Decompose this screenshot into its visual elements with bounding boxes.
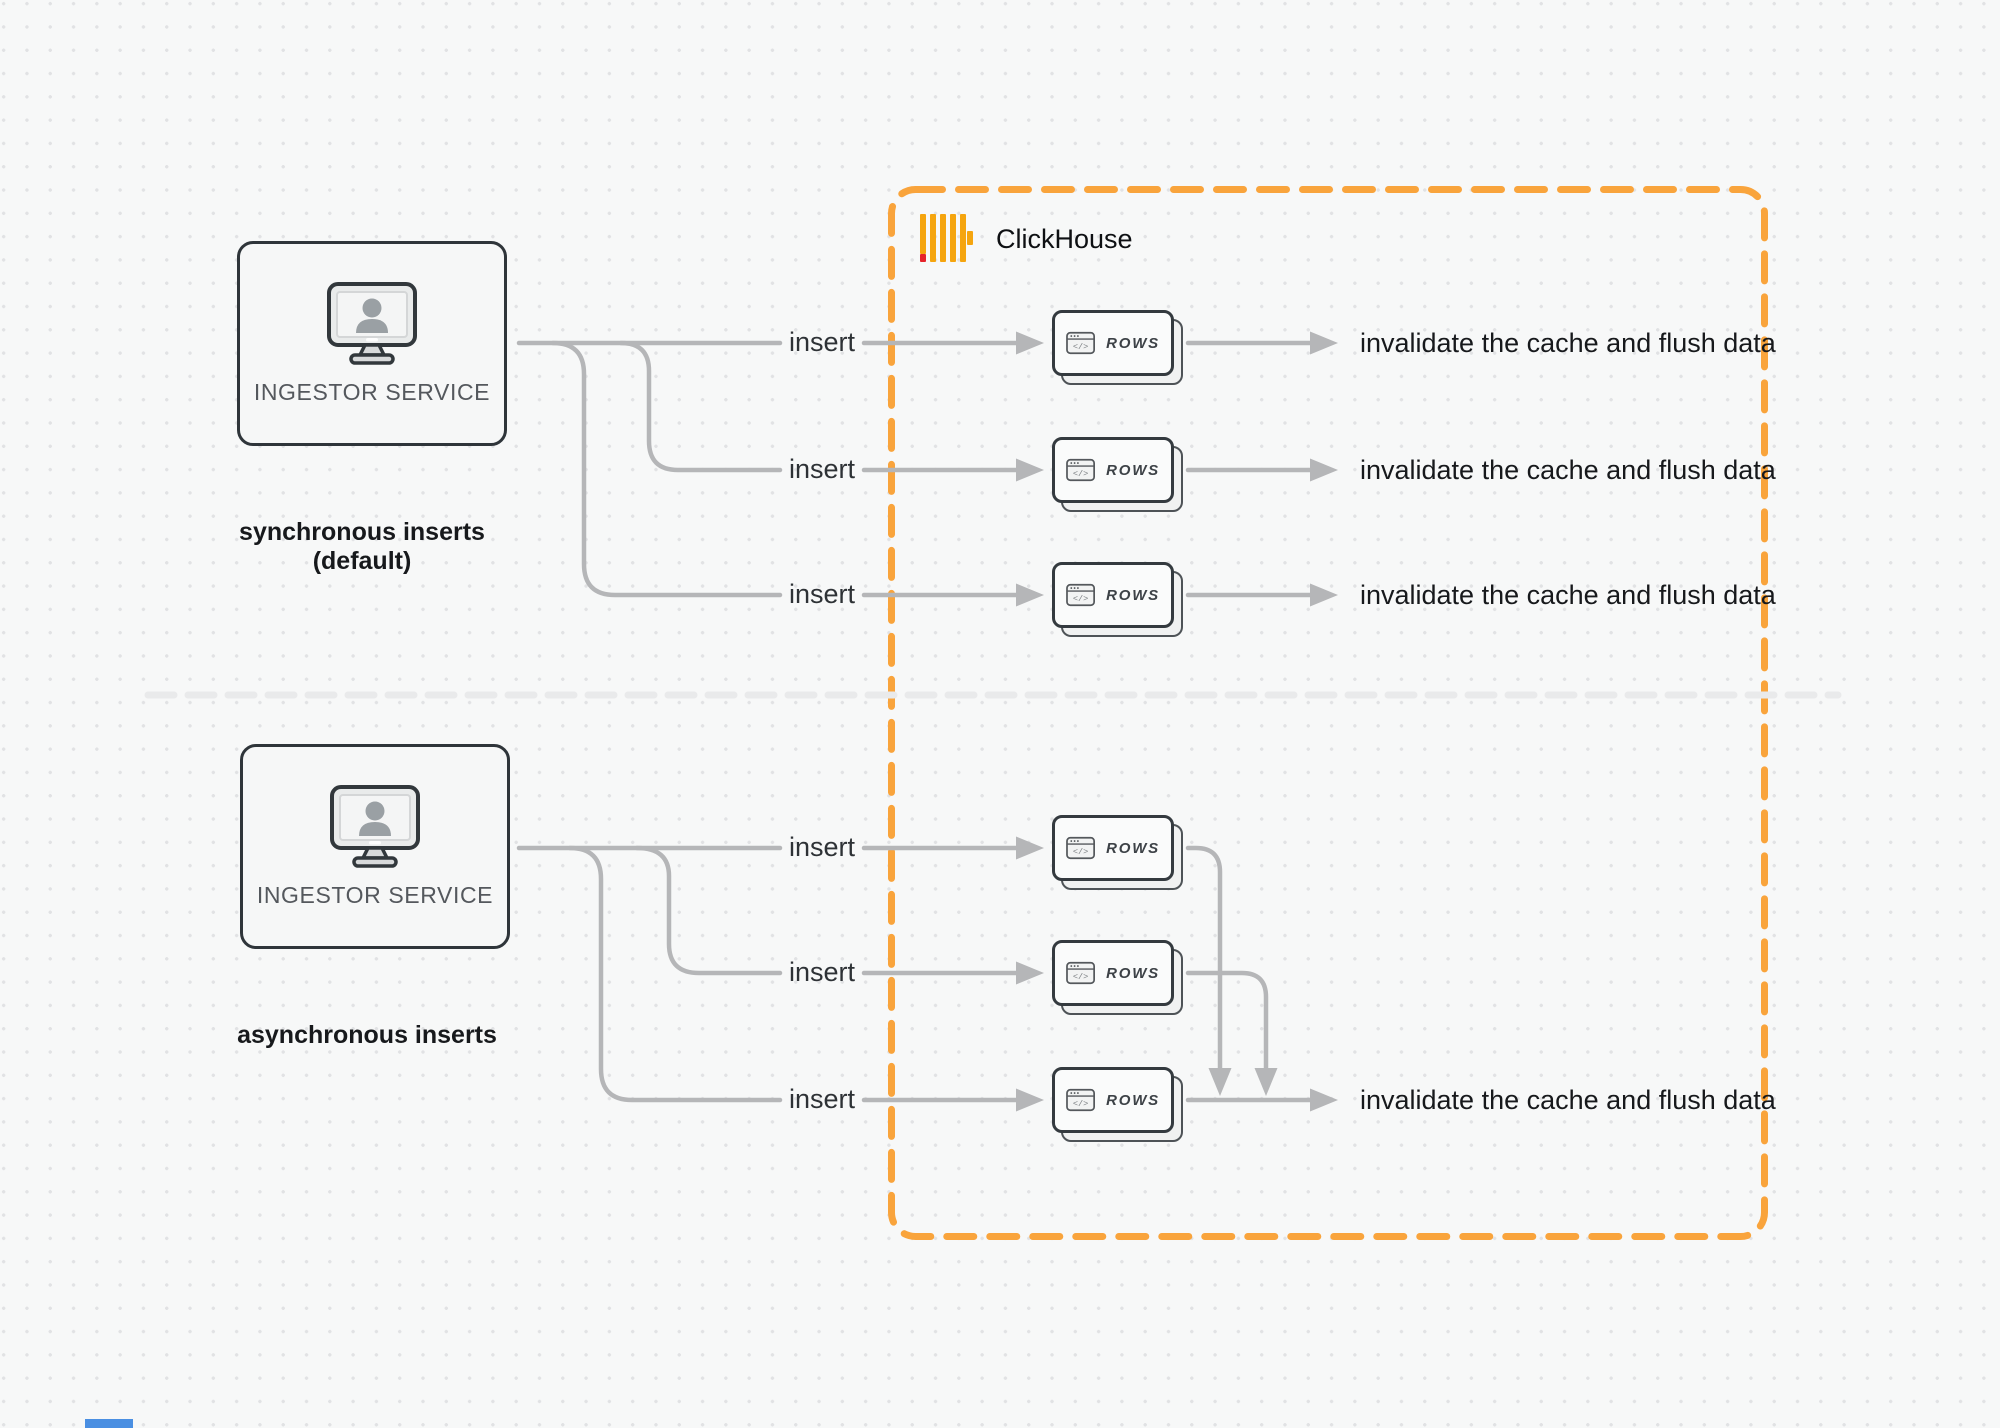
insert-label: insert xyxy=(788,454,856,484)
clickhouse-title: ClickHouse xyxy=(996,223,1133,254)
async-section-caption: asynchronous inserts xyxy=(237,1021,497,1049)
invalidate-label: invalidate the cache and flush data xyxy=(1360,455,1776,485)
rows-label: ROWS xyxy=(1106,964,1160,982)
rows-card: </> ROWS xyxy=(1052,310,1183,385)
clipped-blue-element xyxy=(85,1419,133,1428)
user-silhouette-shoulders xyxy=(356,319,388,333)
rows-label: ROWS xyxy=(1106,1091,1160,1109)
user-silhouette-head xyxy=(362,298,382,318)
sync-section-caption: synchronous inserts (default) xyxy=(239,518,485,575)
rows-card: </> ROWS xyxy=(1052,562,1183,637)
svg-text:</>: </> xyxy=(1073,469,1088,479)
rows-card-front: </> ROWS xyxy=(1052,1067,1174,1133)
rows-card-front: </> ROWS xyxy=(1052,310,1174,376)
code-window-icon: </> xyxy=(1066,331,1095,355)
code-window-icon: </> xyxy=(1066,583,1095,607)
monitor-user-icon xyxy=(327,282,417,365)
insert-label: insert xyxy=(788,579,856,609)
rows-card: </> ROWS xyxy=(1052,437,1183,512)
svg-text:</>: </> xyxy=(1073,594,1088,604)
invalidate-label: invalidate the cache and flush data xyxy=(1360,328,1776,358)
rows-card-front: </> ROWS xyxy=(1052,815,1174,881)
rows-label: ROWS xyxy=(1106,586,1160,604)
rows-label: ROWS xyxy=(1106,461,1160,479)
code-window-icon: </> xyxy=(1066,836,1095,860)
user-silhouette-shoulders xyxy=(359,822,391,836)
rows-card: </> ROWS xyxy=(1052,1067,1183,1142)
svg-text:</>: </> xyxy=(1073,847,1088,857)
code-window-icon: </> xyxy=(1066,458,1095,482)
invalidate-label: invalidate the cache and flush data xyxy=(1360,580,1776,610)
svg-text:</>: </> xyxy=(1073,972,1088,982)
async-flow-connectors xyxy=(516,836,1338,1112)
svg-text:</>: </> xyxy=(1073,342,1088,352)
clickhouse-logo-icon xyxy=(920,214,973,262)
insert-label: insert xyxy=(788,327,856,357)
user-silhouette-head xyxy=(365,801,385,821)
rows-card-front: </> ROWS xyxy=(1052,940,1174,1006)
svg-text:</>: </> xyxy=(1073,1099,1088,1109)
insert-label: insert xyxy=(788,957,856,987)
ingestor-service-box-sync: INGESTOR SERVICE xyxy=(237,241,507,446)
rows-card: </> ROWS xyxy=(1052,940,1183,1015)
rows-label: ROWS xyxy=(1106,839,1160,857)
clickhouse-boundary-box xyxy=(888,186,1768,1240)
clickhouse-header: ClickHouse xyxy=(920,214,1133,264)
ingestor-service-label: INGESTOR SERVICE xyxy=(253,379,491,405)
rows-card-front: </> ROWS xyxy=(1052,562,1174,628)
sync-flow-connectors xyxy=(516,331,1338,607)
ingestor-service-box-async: INGESTOR SERVICE xyxy=(240,744,510,949)
code-window-icon: </> xyxy=(1066,961,1095,985)
insert-label: insert xyxy=(788,832,856,862)
rows-card: </> ROWS xyxy=(1052,815,1183,890)
rows-card-front: </> ROWS xyxy=(1052,437,1174,503)
insert-label: insert xyxy=(788,1084,856,1114)
rows-label: ROWS xyxy=(1106,334,1160,352)
invalidate-label: invalidate the cache and flush data xyxy=(1360,1085,1776,1115)
code-window-icon: </> xyxy=(1066,1088,1095,1112)
monitor-user-icon xyxy=(330,785,420,868)
ingestor-service-label: INGESTOR SERVICE xyxy=(256,882,494,908)
